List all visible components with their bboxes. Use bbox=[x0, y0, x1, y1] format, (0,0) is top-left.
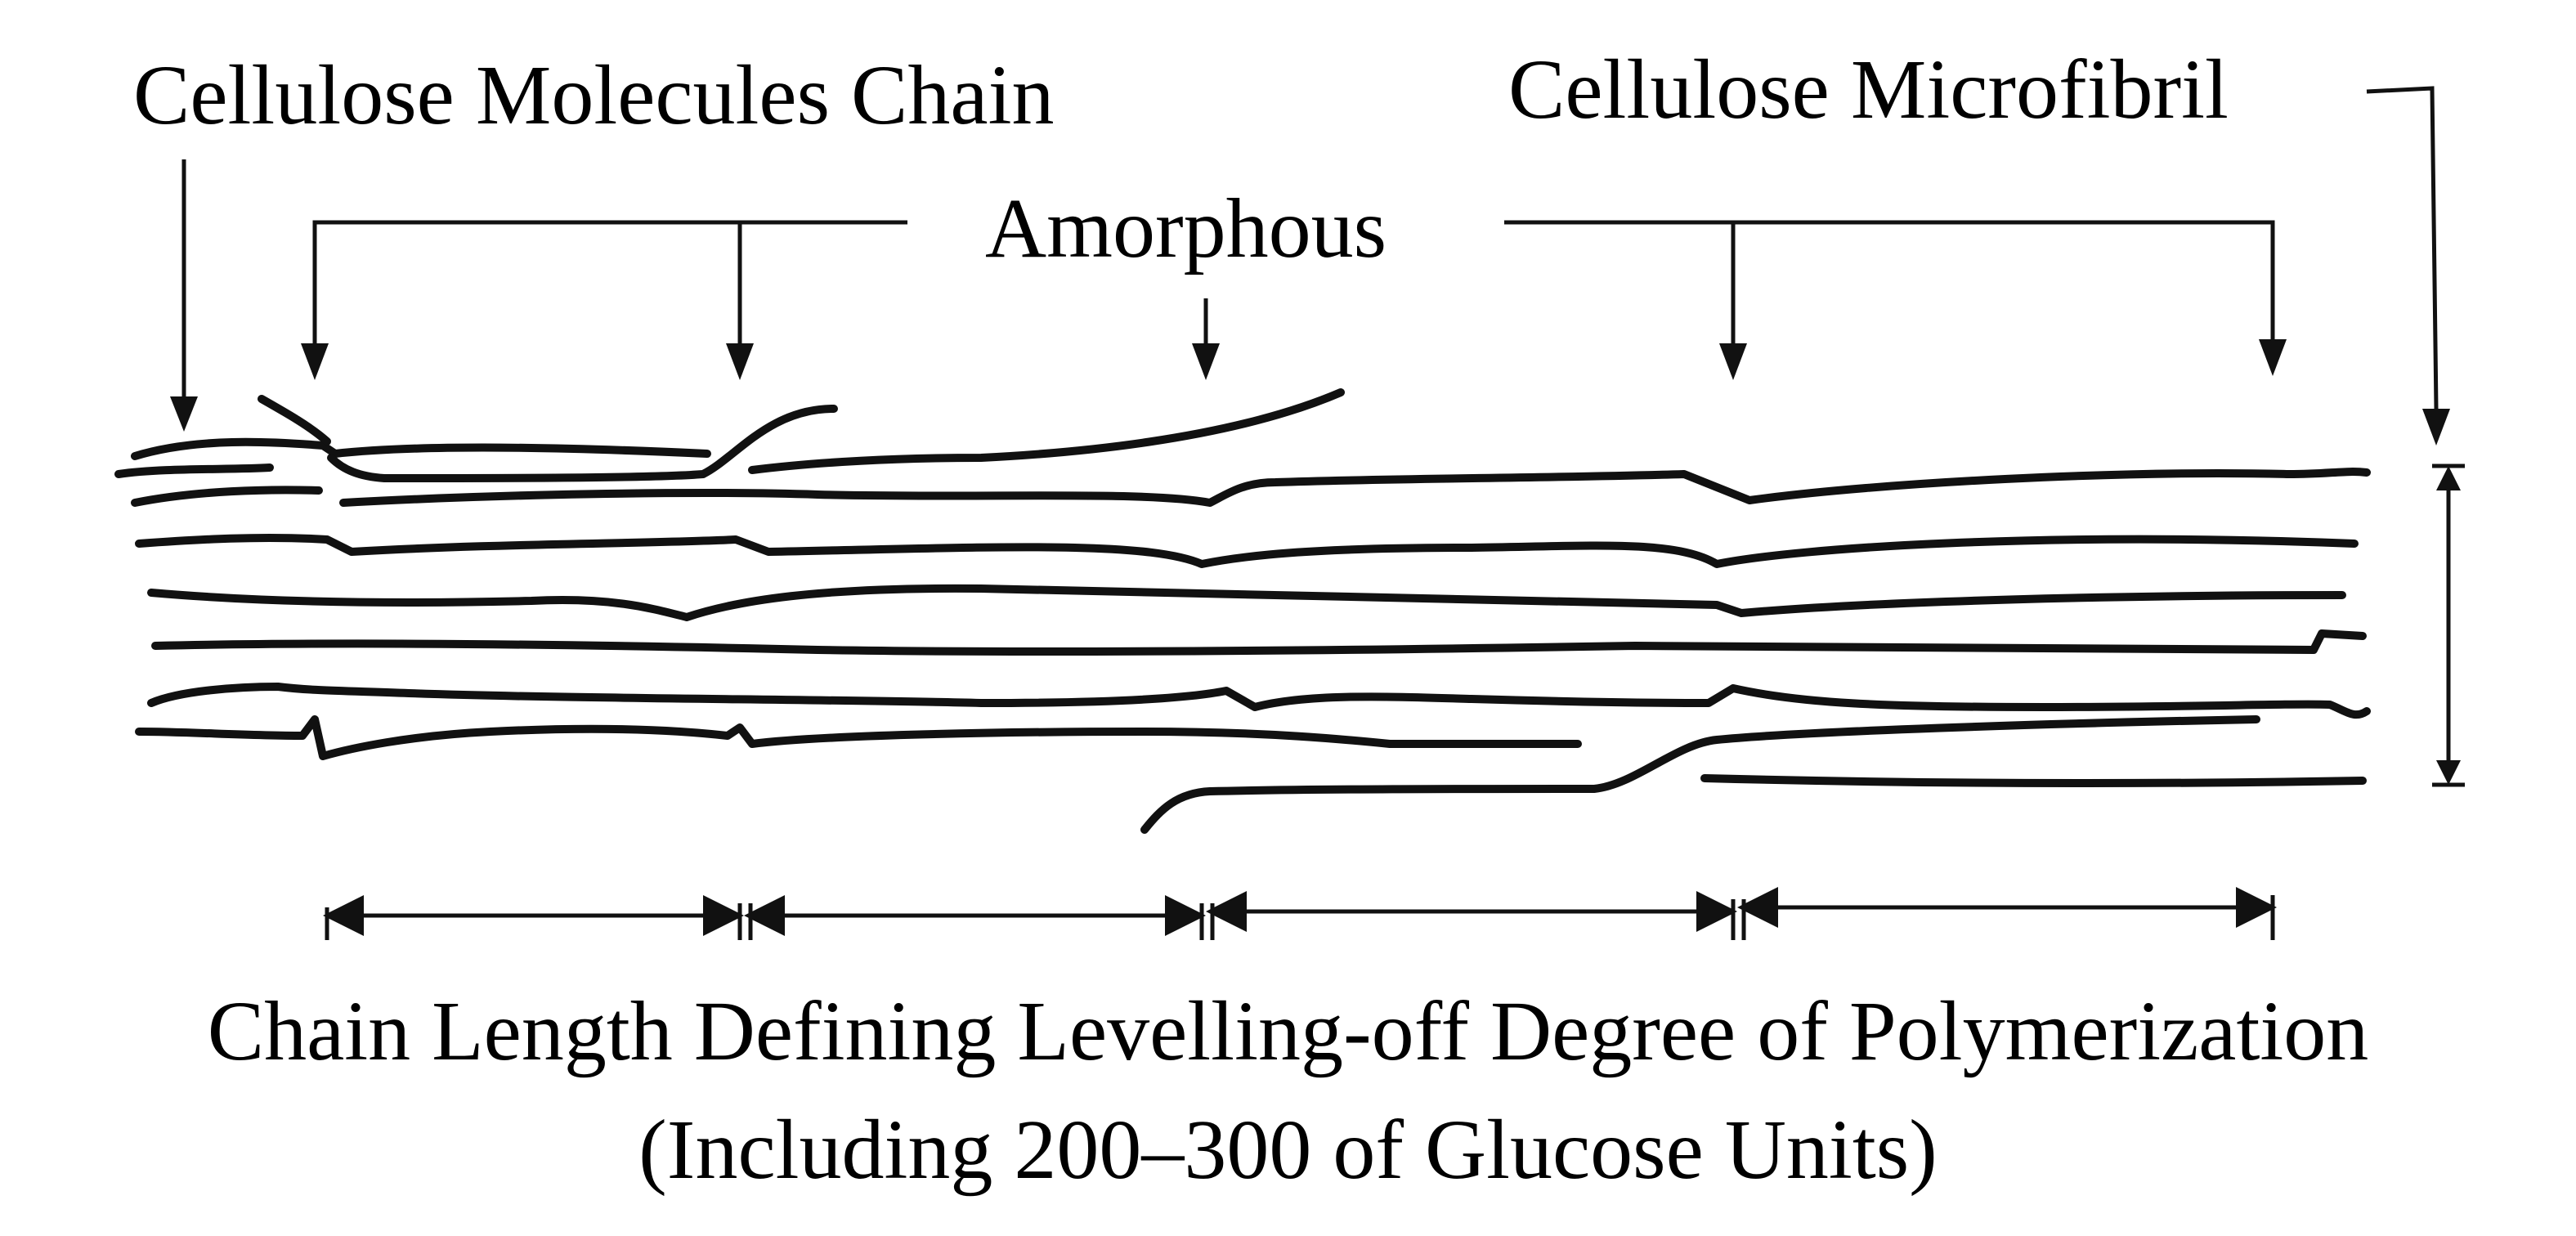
fibril-width-dimension bbox=[2432, 464, 2465, 787]
chain-line bbox=[114, 464, 274, 478]
chain-line bbox=[131, 437, 711, 460]
chain-line bbox=[327, 405, 838, 482]
chain-line bbox=[135, 715, 1582, 760]
amorphous-label: Amorphous bbox=[985, 181, 1387, 275]
cellulose-microfibril-label: Cellulose Microfibril bbox=[1508, 43, 2229, 137]
chain-line bbox=[339, 468, 2371, 507]
chain-line bbox=[147, 584, 2346, 621]
caption-line-2: (Including 200–300 of Glucose Units) bbox=[638, 1103, 1938, 1197]
chain-length-dimension bbox=[323, 887, 2277, 940]
chain-line bbox=[1140, 715, 2260, 834]
cellulose-chains bbox=[114, 388, 2371, 834]
chain-line bbox=[258, 395, 331, 446]
chain-line bbox=[147, 683, 2371, 719]
caption-line-1: Chain Length Defining Levelling-off Degr… bbox=[207, 984, 2369, 1078]
molecules-chain-leader bbox=[170, 159, 198, 432]
chain-line bbox=[131, 486, 323, 507]
chain-line bbox=[1700, 774, 2367, 788]
chain-line bbox=[151, 629, 2367, 656]
amorphous-leader-left bbox=[301, 220, 1220, 380]
cellulose-molecules-chain-label: Cellulose Molecules Chain bbox=[133, 48, 1055, 142]
chain-line bbox=[135, 533, 2359, 568]
microfibril-leader bbox=[2366, 86, 2450, 446]
chain-line bbox=[748, 388, 1345, 474]
amorphous-leader-right bbox=[1504, 220, 2287, 380]
